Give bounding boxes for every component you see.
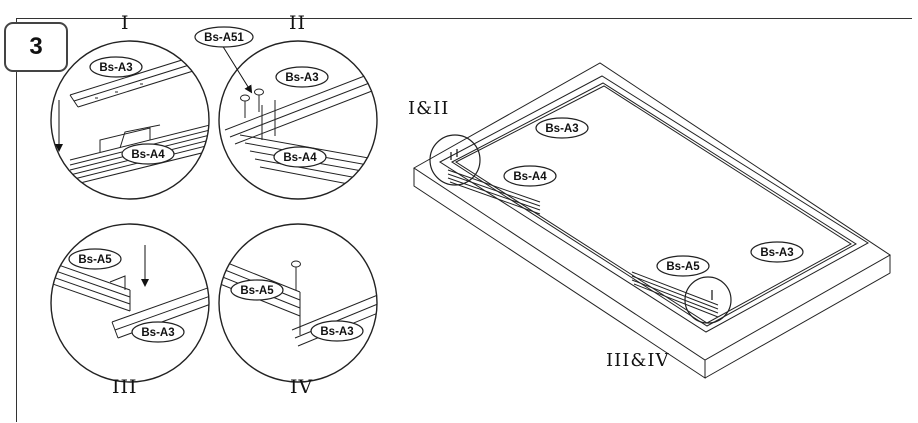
rail-a3-drawing — [111, 279, 209, 339]
part-tag-bs-a5: Bs-A5 — [68, 248, 122, 270]
rail-a4-stack — [447, 169, 541, 215]
screw-icon — [291, 260, 301, 290]
assembled-frame-overview — [413, 62, 891, 379]
leader-arrow — [221, 44, 253, 94]
base-board — [413, 62, 891, 379]
part-tag-bs-a3: Bs-A3 — [535, 117, 589, 139]
svg-text:Bs-A5: Bs-A5 — [666, 261, 700, 273]
diagram-frame — [16, 18, 912, 422]
detail-circle-iv — [218, 223, 378, 383]
frame-rails — [439, 75, 869, 333]
detail-circle-ii — [218, 40, 378, 200]
part-tag-bs-a3: Bs-A3 — [275, 66, 329, 88]
svg-text:Bs-A51: Bs-A51 — [204, 32, 244, 44]
svg-text:Bs-A3: Bs-A3 — [320, 326, 353, 338]
svg-text:Bs-A3: Bs-A3 — [760, 247, 793, 259]
callout-label-iii-iv: III&IV — [606, 350, 670, 371]
frame-corner-drawing — [224, 69, 377, 193]
part-tag-bs-a5: Bs-A5 — [230, 279, 284, 301]
detail-circle-iii — [50, 223, 210, 383]
svg-text:Bs-A5: Bs-A5 — [240, 285, 274, 297]
detail-label-iv: IV — [290, 376, 314, 398]
svg-text:Bs-A3: Bs-A3 — [141, 327, 174, 339]
detail-label-i: I — [121, 12, 130, 34]
svg-text:Bs-A5: Bs-A5 — [78, 254, 112, 266]
part-tag-bs-a5: Bs-A5 — [656, 255, 710, 277]
svg-text:Bs-A3: Bs-A3 — [285, 72, 318, 84]
detail-label-ii: II — [289, 12, 307, 34]
zoom-circle-iii-iv — [684, 276, 732, 324]
zoom-circle-i-ii — [429, 134, 481, 186]
svg-text:Bs-A3: Bs-A3 — [545, 123, 578, 135]
part-tag-bs-a51: Bs-A51 — [194, 26, 254, 48]
part-tag-bs-a3: Bs-A3 — [310, 320, 364, 342]
joined-rails-drawing — [219, 257, 377, 347]
callout-label-i-ii: I&II — [408, 98, 450, 119]
part-tag-bs-a4: Bs-A4 — [273, 146, 327, 168]
rail-a5-stack — [631, 271, 719, 318]
part-tag-bs-a4: Bs-A4 — [121, 143, 175, 165]
svg-text:Bs-A4: Bs-A4 — [513, 171, 547, 183]
step-number-badge: 3 — [4, 22, 68, 72]
part-tag-bs-a3: Bs-A3 — [131, 321, 185, 343]
svg-text:Bs-A3: Bs-A3 — [99, 62, 132, 74]
rail-a3-drawing — [69, 44, 209, 108]
part-tag-bs-a4: Bs-A4 — [503, 165, 557, 187]
detail-circle-i — [50, 40, 210, 200]
rail-a5-drawing — [51, 261, 131, 312]
svg-text:Bs-A4: Bs-A4 — [283, 152, 317, 164]
svg-text:Bs-A4: Bs-A4 — [131, 149, 165, 161]
screw-icon — [240, 88, 264, 118]
part-tag-bs-a3: Bs-A3 — [89, 56, 143, 78]
part-tag-bs-a3: Bs-A3 — [750, 241, 804, 263]
detail-label-iii: III — [112, 376, 138, 398]
